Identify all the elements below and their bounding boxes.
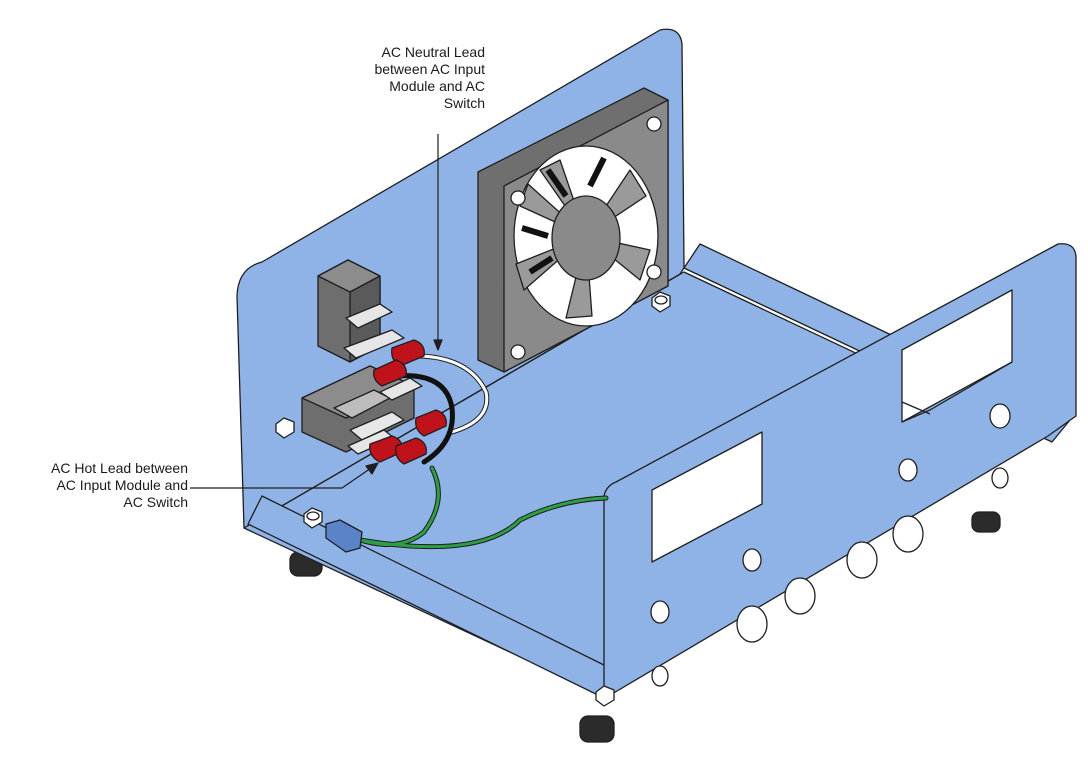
hot-lead-label: AC Hot Lead between AC Input Module and … xyxy=(51,460,188,510)
terminal-hot-switch xyxy=(373,359,407,387)
hole xyxy=(651,665,669,687)
foot-right xyxy=(971,511,1001,533)
red-terminals xyxy=(369,339,447,465)
hole xyxy=(650,600,670,624)
neutral-arrowhead xyxy=(433,339,443,351)
hole xyxy=(989,403,1011,429)
foot-front xyxy=(579,715,615,743)
cooling-fan xyxy=(477,87,669,373)
meter-window xyxy=(651,431,763,563)
hole xyxy=(742,548,762,572)
front-panel-cutouts xyxy=(650,289,1013,687)
hole xyxy=(892,515,924,553)
hot-arrowhead xyxy=(365,462,379,475)
ground-sleeve xyxy=(325,519,363,553)
wires xyxy=(357,353,609,550)
hole xyxy=(784,577,816,615)
fan-hub xyxy=(551,195,621,281)
display-window-depth xyxy=(901,361,1013,423)
fan-screws xyxy=(510,116,662,360)
neutral-lead-label: AC Neutral Lead between AC Input Module … xyxy=(374,44,485,111)
terminal-neutral-module xyxy=(415,409,447,437)
module-nut xyxy=(275,417,295,439)
hole xyxy=(898,458,918,482)
hole xyxy=(736,605,768,643)
hole xyxy=(846,541,878,579)
leader-lines xyxy=(190,134,443,489)
floor-screws xyxy=(303,291,671,707)
terminal-neutral-switch xyxy=(391,339,425,367)
hot-wire xyxy=(393,373,455,465)
screw-corner xyxy=(595,685,615,707)
terminal-ground-module xyxy=(395,437,427,465)
hole xyxy=(991,467,1009,489)
fan-blade-shadows xyxy=(521,156,607,275)
hot-leader xyxy=(190,465,375,489)
switch-terminals xyxy=(343,303,405,359)
